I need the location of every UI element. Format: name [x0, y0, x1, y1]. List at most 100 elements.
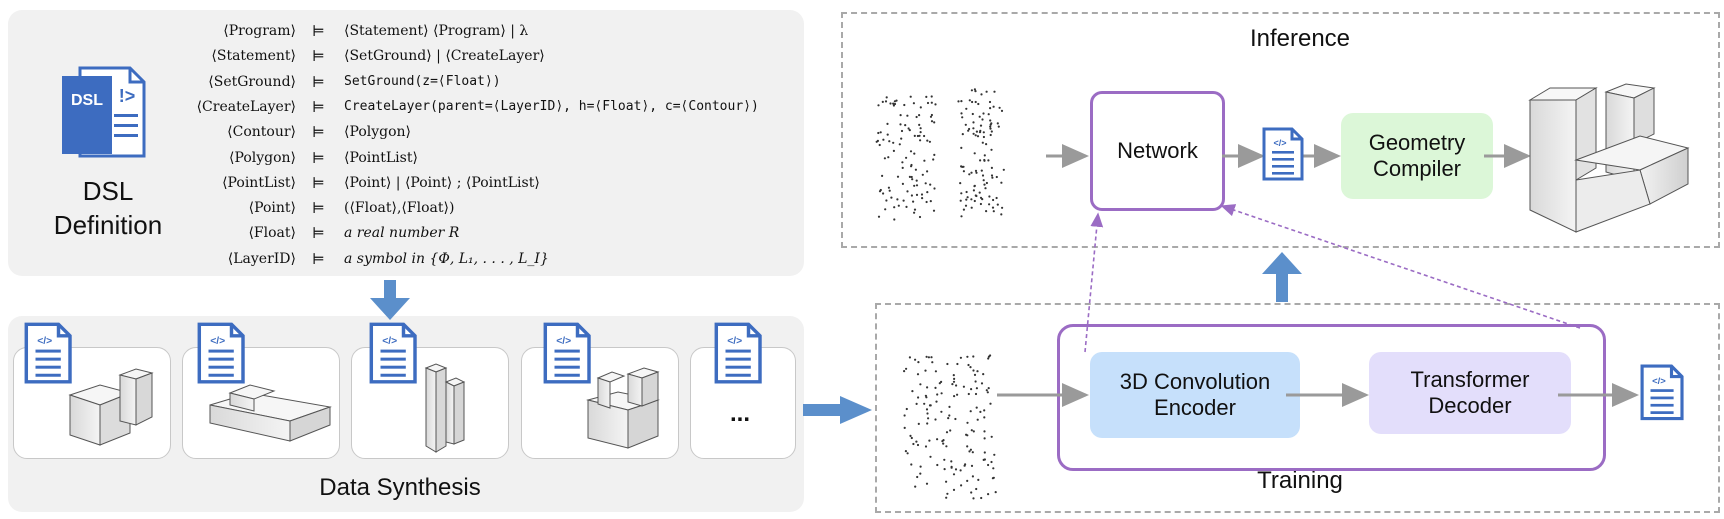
- point: [970, 206, 973, 209]
- point: [959, 469, 962, 472]
- point: [936, 438, 939, 441]
- point: [893, 102, 897, 106]
- point: [985, 210, 988, 213]
- point: [965, 433, 968, 436]
- point: [892, 141, 895, 144]
- point: [917, 422, 920, 425]
- point: [878, 143, 881, 147]
- synthesis-building-2: [209, 384, 332, 442]
- point: [972, 430, 975, 433]
- point: [945, 496, 948, 499]
- point: [909, 150, 913, 153]
- point: [976, 418, 979, 421]
- point: [954, 417, 957, 421]
- point: [910, 194, 914, 197]
- point: [989, 119, 992, 122]
- point: [951, 383, 954, 386]
- point: [960, 112, 963, 115]
- point: [932, 209, 936, 212]
- point: [925, 408, 929, 411]
- point: [975, 171, 978, 174]
- point: [955, 384, 958, 387]
- point: [973, 88, 977, 91]
- point: [885, 96, 888, 99]
- point: [908, 175, 912, 178]
- point: [877, 215, 881, 218]
- point: [879, 131, 882, 134]
- point: [979, 124, 983, 127]
- point: [915, 440, 918, 443]
- point: [971, 451, 974, 454]
- point: [983, 437, 986, 440]
- point: [897, 204, 900, 207]
- point: [905, 367, 908, 370]
- training-title: Training: [1257, 467, 1343, 494]
- point: [966, 196, 969, 199]
- point: [987, 357, 990, 360]
- grammar-entails: ⊨: [312, 249, 325, 268]
- point: [909, 95, 912, 98]
- point: [919, 106, 922, 109]
- point: [967, 392, 970, 396]
- point: [941, 440, 944, 443]
- point: [964, 123, 967, 126]
- point: [973, 152, 976, 155]
- point: [978, 191, 981, 194]
- point: [962, 385, 966, 388]
- point: [977, 478, 980, 481]
- point: [992, 476, 995, 479]
- synthesis-program-icon-2: </>: [197, 322, 245, 384]
- grammar-rhs: CreateLayer(parent=⟨LayerID⟩, h=⟨Float⟩,…: [344, 98, 759, 114]
- grammar-lhs: ⟨CreateLayer⟩: [196, 98, 296, 115]
- point: [990, 122, 993, 125]
- point: [979, 410, 982, 413]
- point: [912, 102, 916, 105]
- point: [882, 192, 885, 195]
- point: [914, 485, 917, 488]
- point: [956, 362, 959, 366]
- point: [910, 175, 913, 179]
- synthesis-building-4: [586, 367, 660, 449]
- point: [898, 143, 901, 146]
- point: [899, 123, 902, 126]
- point: [974, 392, 978, 396]
- decoder-to-network-dashed-arrow: [1220, 204, 1581, 329]
- point: [889, 102, 892, 105]
- point: [879, 188, 882, 192]
- point: [915, 193, 919, 196]
- point: [883, 157, 887, 160]
- synthesis-program-icon-1: </>: [24, 322, 72, 384]
- point: [969, 448, 973, 451]
- point: [935, 400, 938, 403]
- point: [888, 189, 891, 192]
- point: [887, 186, 891, 189]
- point: [918, 114, 921, 117]
- point: [990, 174, 994, 177]
- dsl-title-line2: Definition: [53, 210, 163, 240]
- point: [995, 175, 998, 179]
- point: [979, 159, 982, 162]
- inference-program-icon: </>: [1262, 127, 1304, 181]
- point: [913, 211, 916, 214]
- point: [977, 102, 980, 106]
- point: [926, 170, 929, 173]
- point: [913, 152, 916, 155]
- grammar-entails: ⊨: [312, 148, 325, 167]
- point: [1000, 109, 1004, 112]
- point: [996, 203, 999, 206]
- point: [981, 118, 984, 121]
- point: [893, 100, 897, 103]
- point: [936, 463, 939, 467]
- point: [919, 127, 922, 130]
- synthesis-program-icon-5: </>: [714, 322, 762, 384]
- point: [926, 412, 929, 415]
- point: [1001, 206, 1004, 209]
- inference-point-cloud: [875, 88, 1005, 221]
- point: [926, 101, 930, 105]
- point: [910, 463, 913, 466]
- point: [914, 358, 917, 361]
- point: [906, 114, 909, 117]
- point: [981, 141, 984, 144]
- point: [915, 115, 918, 119]
- grammar-rhs: ⟨Statement⟩ ⟨Program⟩ | λ: [344, 23, 529, 39]
